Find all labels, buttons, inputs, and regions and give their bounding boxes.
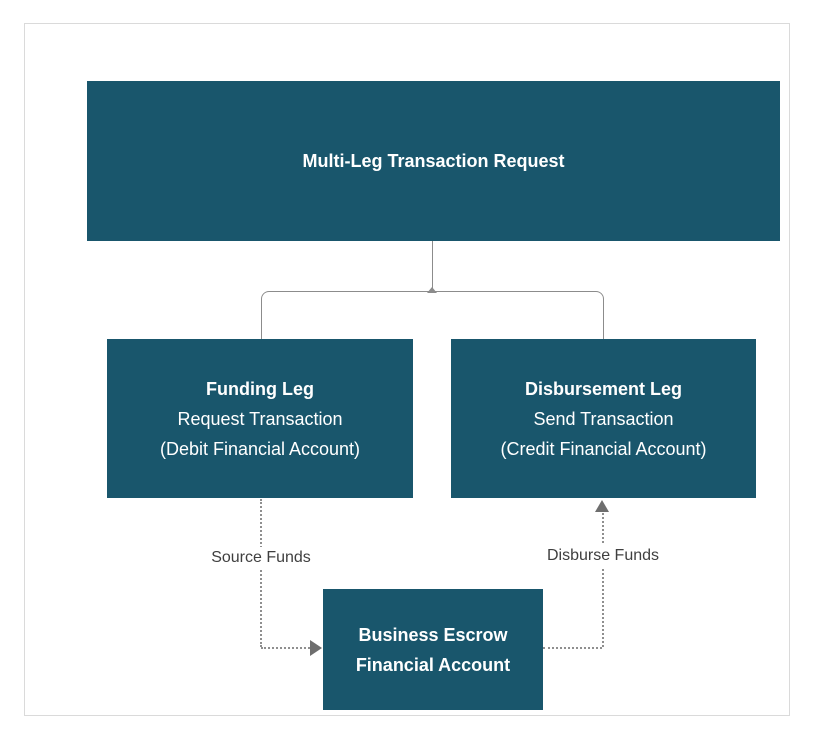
edge-disburse-funds-horizontal (543, 647, 602, 649)
node-disbursement-leg: Disbursement Leg Send Transaction (Credi… (451, 339, 756, 498)
edge-label-source-funds: Source Funds (206, 547, 316, 569)
node-multi-leg-transaction-request: Multi-Leg Transaction Request (87, 81, 780, 241)
node-title-line2: Financial Account (355, 654, 511, 675)
connector-branch (261, 291, 604, 340)
node-funding-leg: Funding Leg Request Transaction (Debit F… (107, 339, 413, 498)
node-subtitle: Request Transaction (177, 408, 343, 429)
edge-source-funds-vertical (260, 499, 262, 647)
node-title: Multi-Leg Transaction Request (302, 151, 565, 171)
diagram-frame: Multi-Leg Transaction Request Funding Le… (24, 23, 790, 716)
connector-stem (432, 241, 433, 292)
node-subtitle: Send Transaction (533, 408, 674, 429)
node-detail: (Debit Financial Account) (159, 438, 361, 459)
node-title: Funding Leg (206, 378, 314, 399)
edge-disburse-funds-vertical (602, 513, 604, 647)
node-title: Disbursement Leg (524, 378, 683, 399)
node-detail: (Credit Financial Account) (500, 438, 707, 459)
arrow-up-icon (595, 500, 609, 512)
arrow-right-icon (310, 640, 322, 656)
connector-junction (427, 287, 437, 293)
node-title-line1: Business Escrow (358, 624, 508, 645)
node-business-escrow-financial-account: Business Escrow Financial Account (323, 589, 543, 710)
edge-label-disburse-funds: Disburse Funds (541, 545, 665, 567)
edge-source-funds-horizontal (261, 647, 310, 649)
